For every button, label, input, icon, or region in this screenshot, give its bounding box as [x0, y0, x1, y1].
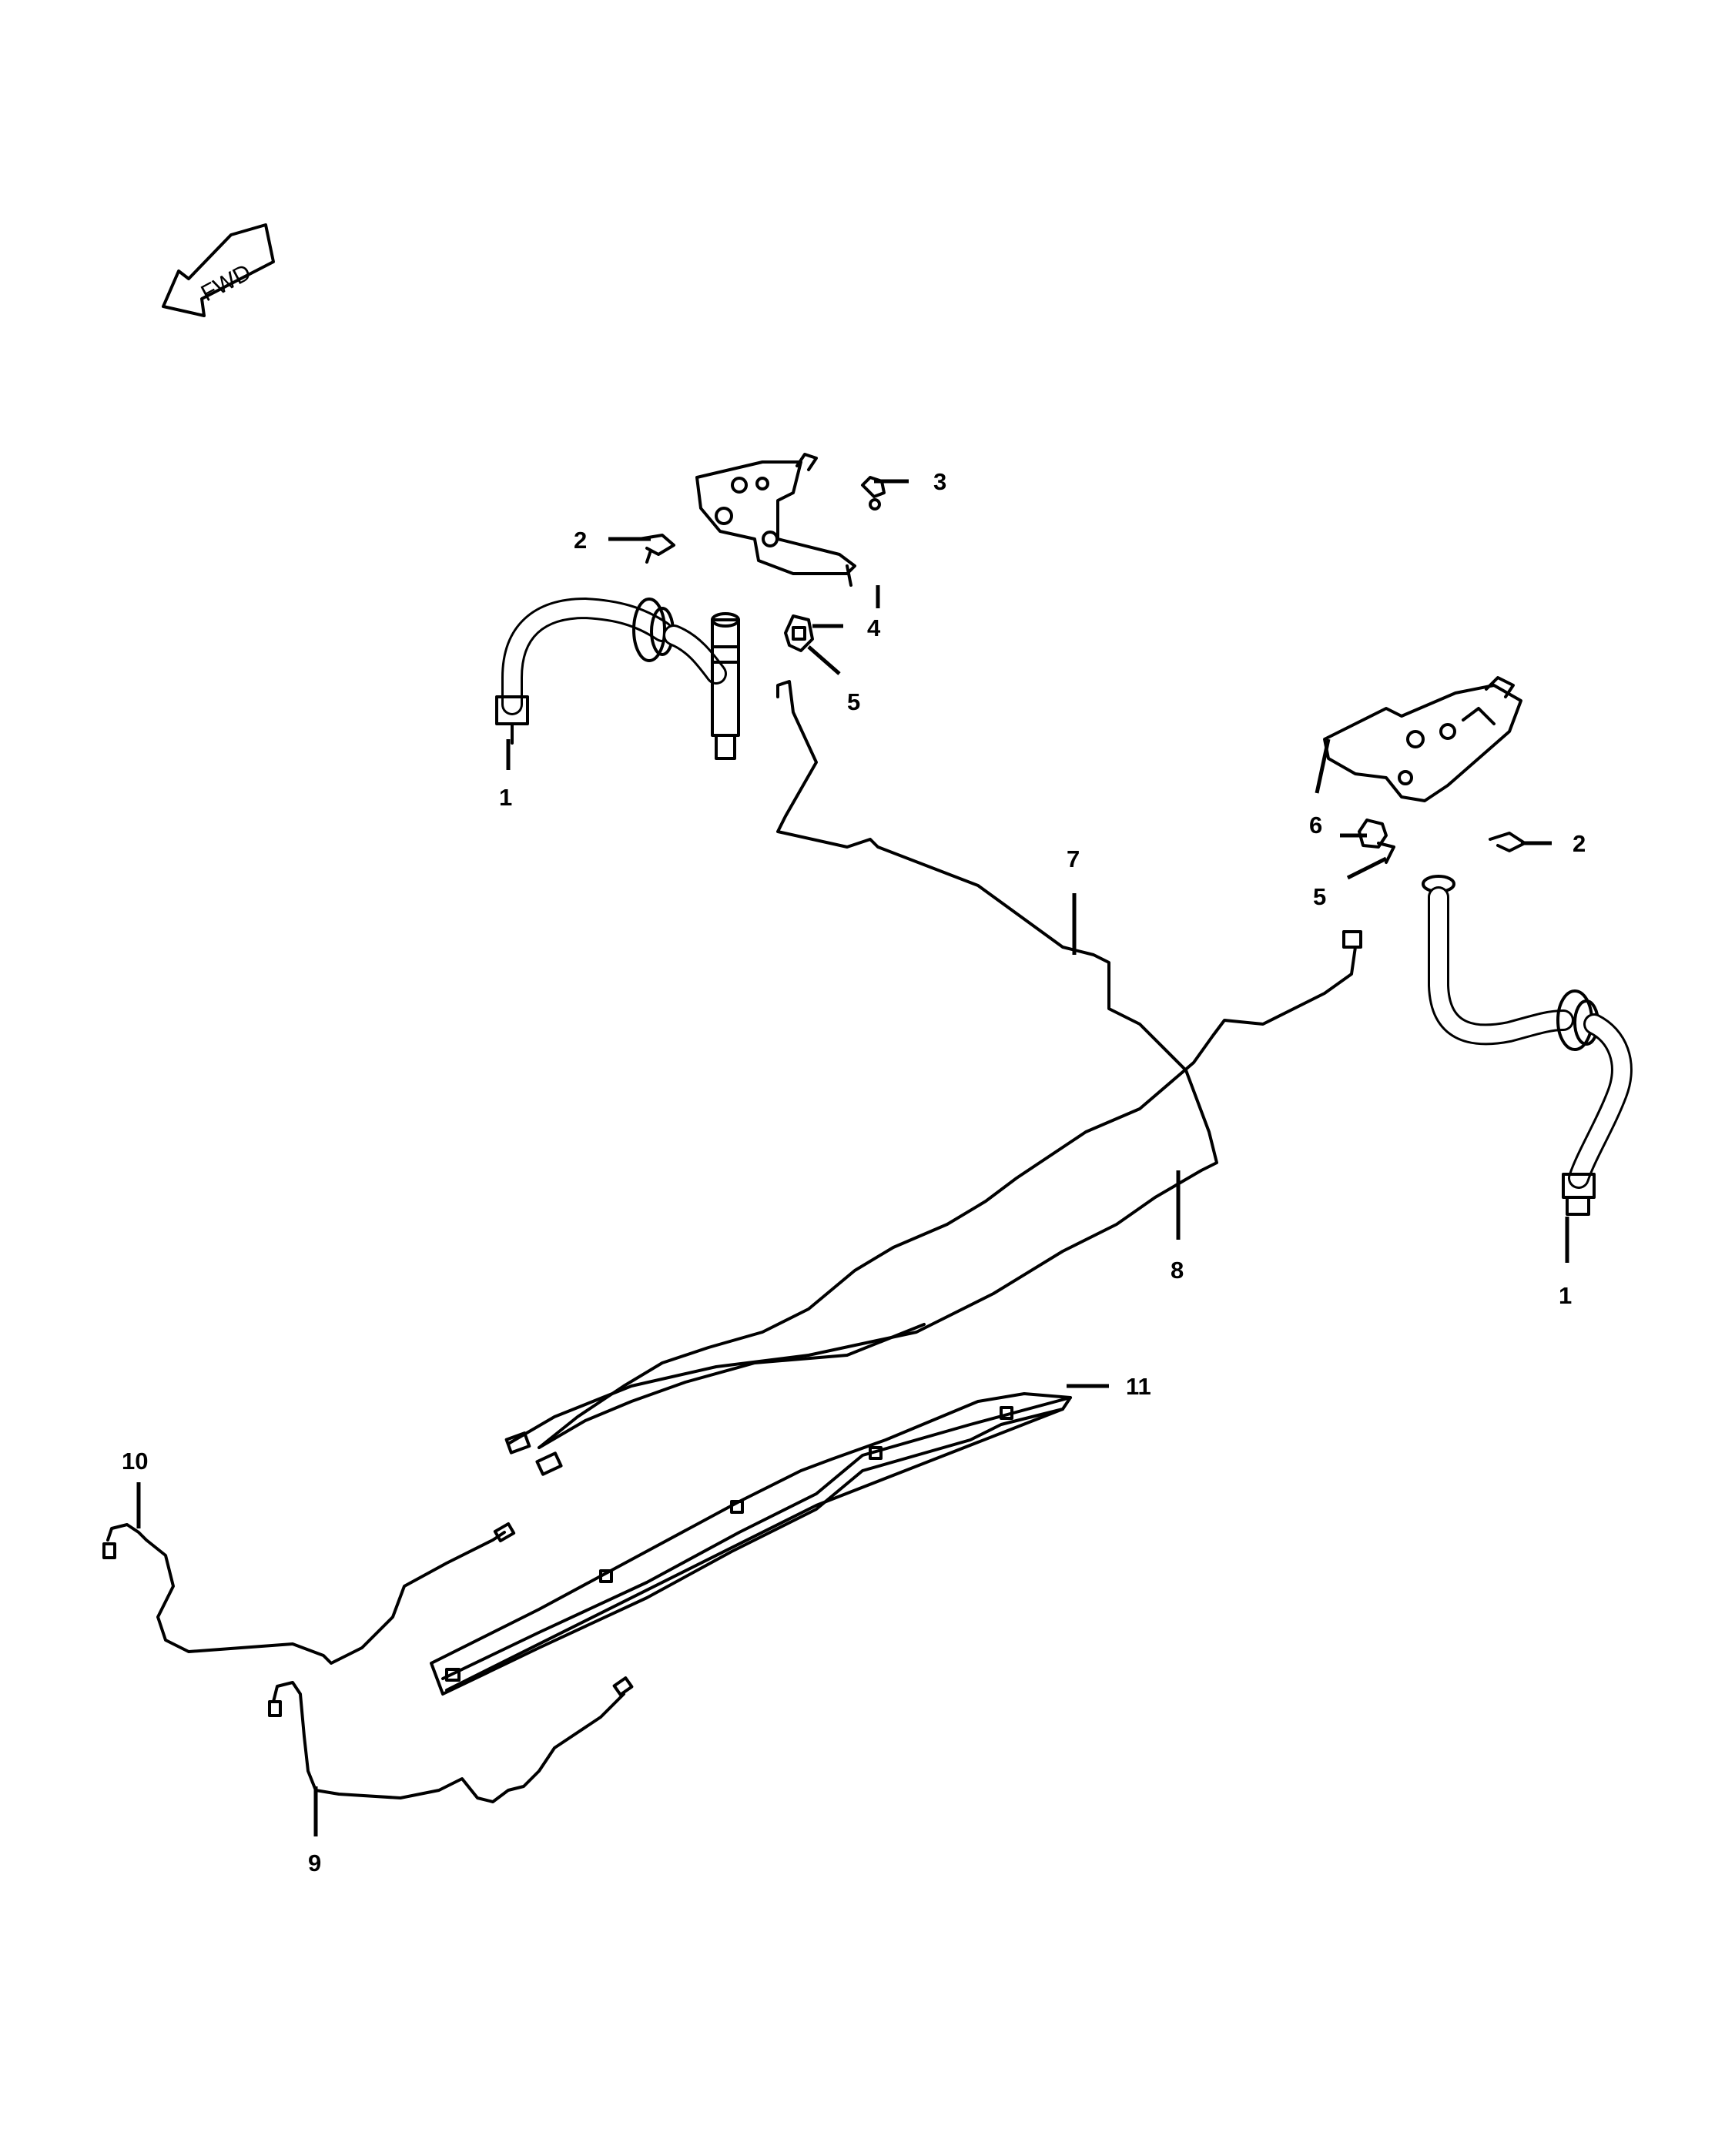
- callout-5-left: 5: [847, 688, 860, 715]
- brake-hose-right: [1422, 875, 1633, 1216]
- tube-shield-11: [430, 1392, 1072, 1696]
- fitting-5-right: [1358, 819, 1395, 864]
- callout-7: 7: [1067, 845, 1080, 872]
- brake-tube-9: [268, 1676, 634, 1803]
- callout-2-right: 2: [1573, 830, 1586, 857]
- callout-6: 6: [1309, 812, 1322, 839]
- clip-2-left: [638, 534, 675, 564]
- callout-4-bracket: 4: [867, 614, 881, 641]
- callout-5-right: 5: [1313, 883, 1326, 910]
- callout-10: 10: [122, 1448, 148, 1475]
- brake-bracket-left: [695, 453, 856, 587]
- callout-labels: 1 1 2 2 3 4 4 5 5 6 7 8 9 10 11: [122, 468, 1586, 1876]
- fwd-label: FWD: [197, 259, 256, 306]
- leader-lines: [136, 479, 1569, 1836]
- brake-bracket-right: [1323, 676, 1522, 802]
- brake-hose-left: [495, 598, 740, 760]
- forward-arrow-icon: FWD: [162, 223, 275, 317]
- fitting-5-left: [784, 614, 814, 652]
- brake-tube-8: [535, 930, 1362, 1476]
- callout-9: 9: [308, 1850, 321, 1876]
- clip-2-right: [1489, 832, 1526, 852]
- brake-tube-7: [504, 680, 1218, 1455]
- brake-tube-10: [102, 1522, 516, 1665]
- callout-8: 8: [1171, 1257, 1184, 1284]
- fitting-3: [861, 476, 886, 511]
- callout-3: 3: [933, 468, 946, 495]
- callout-1-right: 1: [1559, 1282, 1572, 1309]
- callout-11: 11: [1126, 1373, 1151, 1400]
- callout-2-left: 2: [574, 527, 587, 554]
- callout-1-left: 1: [499, 784, 512, 811]
